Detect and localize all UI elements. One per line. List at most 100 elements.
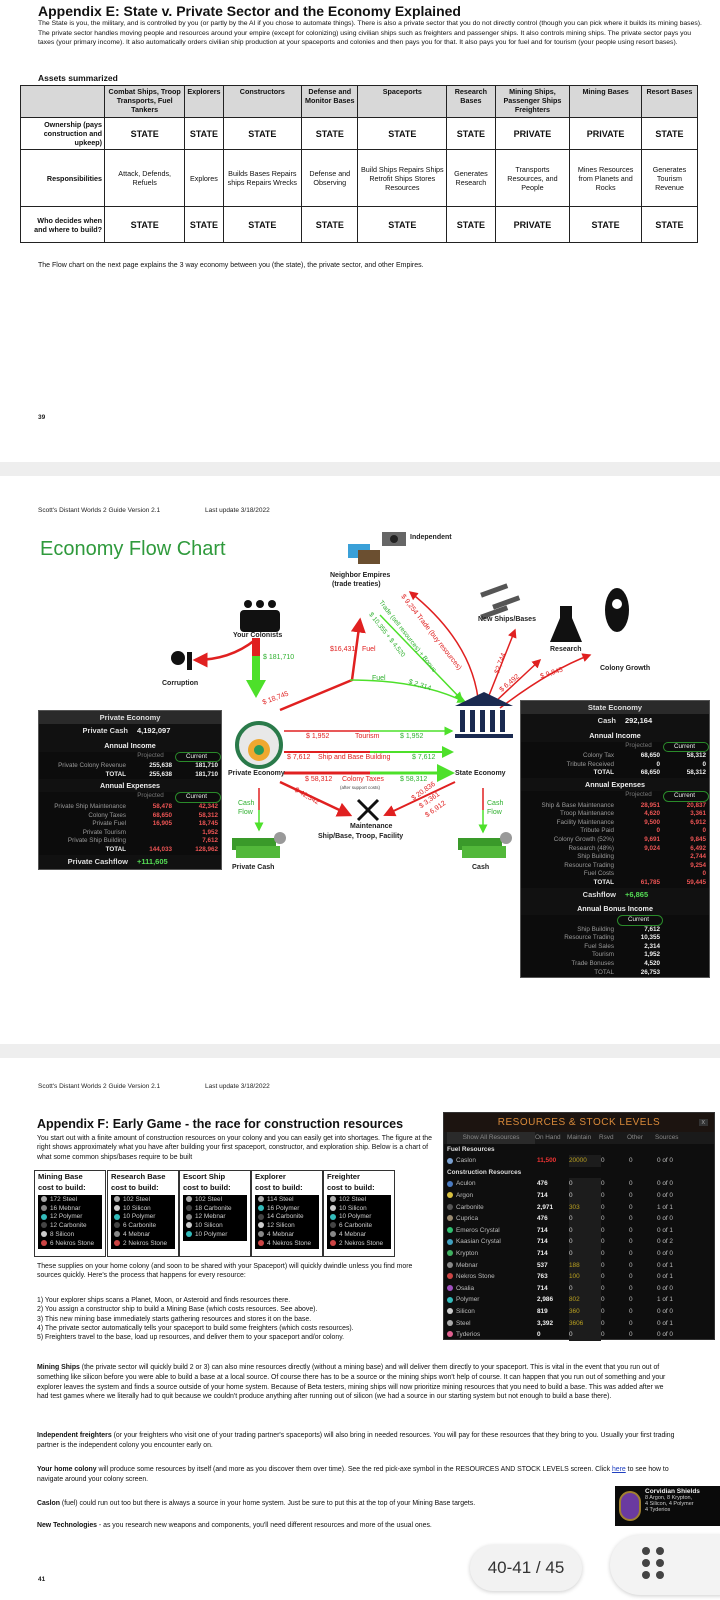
table-header-row: Combat Ships, Troop Transports, Fuel Tan… bbox=[20, 85, 699, 118]
resource-icon bbox=[447, 1250, 453, 1257]
current-value: 1,952 bbox=[644, 951, 660, 959]
cost-item: 12 Silicon bbox=[258, 1222, 316, 1231]
row-label: TOTAL bbox=[594, 968, 614, 976]
sources-value: 0 of 0 bbox=[657, 1215, 673, 1223]
arrow-private-maintenance bbox=[279, 780, 353, 817]
maintain-input[interactable]: 802 bbox=[569, 1294, 601, 1306]
state-economy-label: State Economy bbox=[455, 770, 506, 777]
projected-value: 61,785 bbox=[640, 878, 660, 886]
resource-name-cell: Polymer bbox=[447, 1294, 537, 1306]
current-header: Current bbox=[175, 751, 221, 763]
table-cell: STATE bbox=[446, 206, 496, 243]
corruption-icon bbox=[171, 651, 192, 670]
maintain-input[interactable]: 100 bbox=[569, 1271, 601, 1283]
cost-item-text: 102 Steel bbox=[123, 1196, 151, 1203]
table-cell: Generates Research bbox=[446, 149, 496, 207]
maintain-input[interactable]: 0 bbox=[569, 1247, 601, 1260]
cost-item-text: 102 Steel bbox=[339, 1196, 367, 1203]
cost-box-subtitle: cost to build: bbox=[111, 1183, 159, 1192]
current-value: 7,612 bbox=[202, 837, 218, 845]
resource-name: Cuprica bbox=[456, 1215, 479, 1223]
new-tech-text: - as you research new weapons and compon… bbox=[96, 1522, 432, 1529]
resource-name-cell: Carbonite bbox=[447, 1202, 537, 1214]
here-link[interactable]: here bbox=[611, 1466, 626, 1473]
neighbor-empires-sublabel: (trade treaties) bbox=[332, 581, 381, 588]
projected-header: Projected bbox=[625, 741, 652, 749]
cost-item: 102 Steel bbox=[330, 1196, 388, 1205]
maintain-input[interactable]: 0 bbox=[569, 1329, 601, 1341]
cost-item-text: 6 Carbonite bbox=[123, 1222, 157, 1230]
resource-icon bbox=[186, 1205, 192, 1212]
viewer-menu-button[interactable] bbox=[610, 1535, 720, 1595]
maintain-input[interactable]: 0 bbox=[569, 1213, 601, 1225]
maintain-input[interactable]: 0 bbox=[569, 1236, 601, 1248]
table-cell: Builds Bases Repairs ships Repairs Wreck… bbox=[222, 149, 303, 207]
on-hand-value: 819 bbox=[537, 1307, 548, 1315]
arrow-colonists-income bbox=[252, 656, 260, 682]
maintain-input[interactable]: 0 bbox=[569, 1189, 601, 1202]
independent-icon bbox=[382, 532, 406, 546]
maintain-input[interactable]: 3606 bbox=[569, 1317, 601, 1330]
projected-value bbox=[617, 870, 663, 879]
home-colony-text: will produce some resources by itself (a… bbox=[96, 1466, 612, 1473]
current-value: 42,342 bbox=[198, 802, 218, 810]
resource-name-cell: Kaasian Crystal bbox=[447, 1236, 537, 1248]
resource-name: Krypton bbox=[456, 1249, 479, 1257]
other-value: 0 bbox=[629, 1296, 633, 1304]
colony-growth-icon bbox=[605, 588, 629, 632]
wrench-icon bbox=[356, 798, 380, 822]
page-header-update: Last update 3/18/2022 bbox=[205, 507, 270, 514]
cost-item-text: 4 Mebnar bbox=[123, 1230, 150, 1238]
resource-icon bbox=[114, 1205, 120, 1212]
reserved-value: 0 bbox=[601, 1261, 605, 1269]
caslon-text: (fuel) could run out too but there is al… bbox=[59, 1500, 476, 1507]
cost-box-title: Explorer bbox=[255, 1172, 286, 1181]
caslon-bold: Caslon bbox=[37, 1500, 60, 1507]
row-label: Tourism bbox=[591, 951, 614, 959]
maintain-input[interactable]: 0 bbox=[569, 1224, 601, 1237]
projected-header: Projected bbox=[137, 751, 164, 759]
maintain-input[interactable]: 188 bbox=[569, 1259, 601, 1272]
resource-icon bbox=[258, 1231, 264, 1238]
page-separator bbox=[0, 1044, 720, 1058]
other-value: 0 bbox=[629, 1319, 633, 1327]
cost-item: 6 Carbonite bbox=[330, 1222, 388, 1231]
other-value: 0 bbox=[629, 1238, 633, 1246]
mining-ships-bold: Mining Ships bbox=[37, 1364, 80, 1371]
maintain-input[interactable]: 0 bbox=[569, 1282, 601, 1295]
close-icon[interactable]: x bbox=[698, 1119, 708, 1126]
show-all-resources-dropdown[interactable]: Show All Resources bbox=[447, 1132, 535, 1144]
row-label: TOTAL bbox=[593, 878, 614, 886]
maintain-input[interactable]: 360 bbox=[569, 1305, 601, 1318]
colonists-icon bbox=[240, 600, 280, 632]
table-cell: Defense and Observing bbox=[301, 149, 359, 207]
cash-value: 292,164 bbox=[625, 716, 653, 725]
maintain-input[interactable]: 303 bbox=[569, 1201, 601, 1214]
economy-flow-chart: Independent Neighbor Empires (trade trea… bbox=[0, 520, 720, 980]
cost-item: 12 Polymer bbox=[41, 1213, 99, 1222]
column-header: Explorers bbox=[184, 85, 224, 118]
maintain-input[interactable]: 0 bbox=[569, 1178, 601, 1190]
row-label: Ship Building bbox=[577, 853, 614, 861]
cash-label: Private Cash bbox=[82, 726, 128, 735]
cost-item-text: 10 Silicon bbox=[195, 1222, 223, 1230]
resource-name: Emeros Crystal bbox=[456, 1226, 500, 1234]
on-hand-value: 714 bbox=[537, 1226, 548, 1234]
sources-value: 0 of 0 bbox=[657, 1249, 673, 1257]
arrow-fuel-to-neighbor bbox=[279, 617, 366, 712]
resources-stock-panel: RESOURCES & STOCK LEVELS x Show All Reso… bbox=[443, 1112, 715, 1341]
maintain-input[interactable]: 20000 bbox=[569, 1155, 601, 1167]
cost-item-text: 6 Nekros Stone bbox=[50, 1239, 95, 1247]
